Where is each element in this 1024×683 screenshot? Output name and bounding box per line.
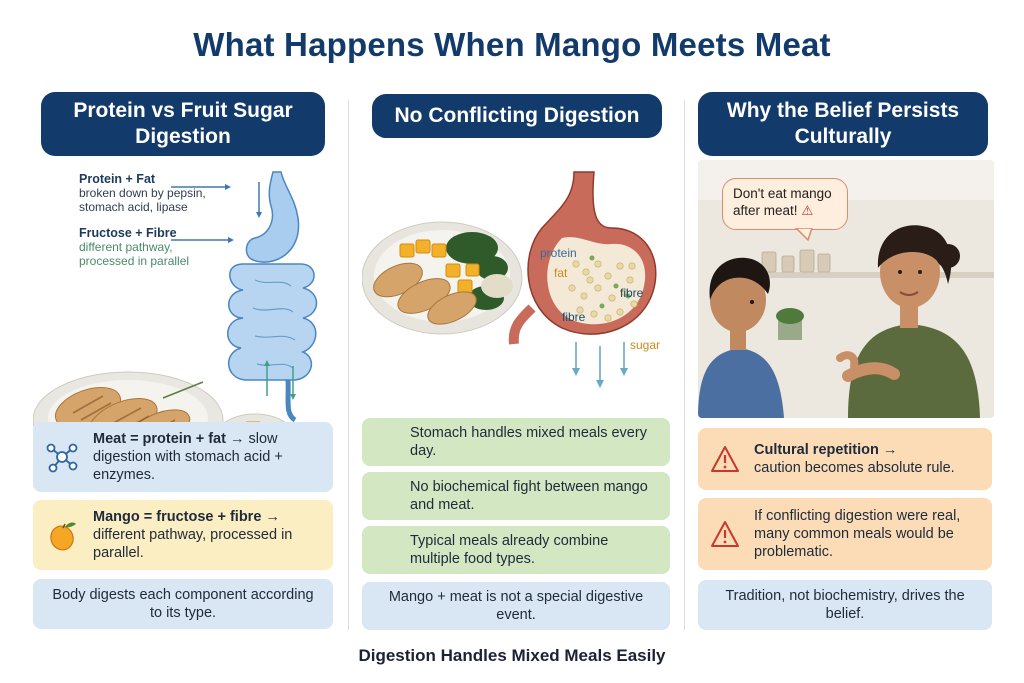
- column-protein-vs-fruit: Protein vs Fruit Sugar Digestion: [33, 92, 333, 638]
- info-box-bold: Mango = fructose + fibre →: [93, 509, 280, 525]
- info-box-mango: Mango = fructose + fibre → different pat…: [33, 500, 333, 570]
- info-box-body: different pathway, processed in parallel…: [93, 527, 293, 561]
- warning-icon: [711, 521, 739, 547]
- speech-bubble: Don't eat mango after meat! ⚠: [722, 178, 848, 230]
- mango-icon: [50, 522, 76, 551]
- annotation-text: broken down by pepsin, stomach acid, lip…: [79, 186, 206, 214]
- page-title: What Happens When Mango Meets Meat: [193, 26, 831, 63]
- info-box-cultural-repetition: Cultural repetition → caution becomes ab…: [698, 428, 992, 490]
- column-heading: No Conflicting Digestion: [372, 94, 662, 138]
- info-box-text: Stomach handles mixed meals every day.: [410, 425, 647, 459]
- label-fibre: fibre: [562, 310, 586, 324]
- info-box-text: Mango + meat is not a special digestive …: [388, 589, 644, 623]
- label-fibre: fibre: [620, 286, 644, 300]
- info-box-text: Meat = protein + fat → slow digestion wi…: [93, 430, 321, 484]
- info-box-summary: Tradition, not biochemistry, drives the …: [698, 580, 992, 630]
- column-no-conflict: No Conflicting Digestion: [362, 92, 670, 638]
- annotation-text: different pathway, processed in parallel: [79, 240, 190, 268]
- label-protein: protein: [540, 246, 577, 260]
- speech-bubble-tail: [794, 228, 813, 242]
- info-box-text: Typical meals already combine multiple f…: [410, 533, 609, 567]
- annotation-label: Fructose + Fibre: [79, 226, 177, 240]
- molecule-icon: [46, 443, 78, 473]
- info-box-text: Tradition, not biochemistry, drives the …: [725, 588, 965, 622]
- speech-text: Don't eat mango after meat!: [733, 186, 832, 218]
- info-box-bold: Cultural repetition →: [754, 442, 898, 458]
- info-box-text: Cultural repetition → caution becomes ab…: [754, 441, 980, 477]
- info-box-no-fight: No biochemical fight between mango and m…: [362, 472, 670, 520]
- label-fat: fat: [554, 266, 568, 280]
- mother-child-scene: Don't eat mango after meat! ⚠: [698, 160, 994, 418]
- info-box-summary: Mango + meat is not a special digestive …: [362, 582, 670, 630]
- annotation-fructose-fibre: Fructose + Fibre different pathway, proc…: [79, 226, 229, 268]
- footer-caption: Digestion Handles Mixed Meals Easily: [358, 646, 666, 665]
- info-box-body: caution becomes absolute rule.: [754, 460, 955, 476]
- column-heading: Why the Belief Persists Culturally: [698, 92, 988, 156]
- annotation-label: Protein + Fat: [79, 172, 156, 186]
- info-box-text: No biochemical fight between mango and m…: [410, 479, 648, 513]
- info-box-text: If conflicting digestion were real, many…: [754, 508, 961, 560]
- stomach-mixed-meal-illustration: protein fat fibre fibre sugar: [362, 168, 670, 416]
- info-box-text: Body digests each component according to…: [52, 587, 314, 621]
- annotation-protein-fat: Protein + Fat broken down by pepsin, sto…: [79, 172, 229, 214]
- info-box-mixed-meals: Stomach handles mixed meals every day.: [362, 418, 670, 466]
- column-divider: [684, 100, 685, 630]
- info-box-typical-meals: Typical meals already combine multiple f…: [362, 526, 670, 574]
- column-cultural-belief: Why the Belief Persists Culturally: [698, 92, 994, 638]
- info-box-body: slow digestion with stomach acid + enzym…: [93, 431, 283, 483]
- info-box-text: Mango = fructose + fibre → different pat…: [93, 508, 321, 562]
- column-heading: Protein vs Fruit Sugar Digestion: [41, 92, 325, 156]
- info-box-bold: Meat = protein + fat →: [93, 431, 245, 447]
- warning-icon: ⚠: [801, 203, 814, 218]
- info-box-summary: Body digests each component according to…: [33, 579, 333, 629]
- label-sugar: sugar: [630, 338, 661, 352]
- warning-icon: [711, 446, 739, 472]
- info-box-conflicting-digestion: If conflicting digestion were real, many…: [698, 498, 992, 570]
- column-divider: [348, 100, 349, 630]
- info-box-meat: Meat = protein + fat → slow digestion wi…: [33, 422, 333, 492]
- stomach-illustration: [362, 171, 657, 388]
